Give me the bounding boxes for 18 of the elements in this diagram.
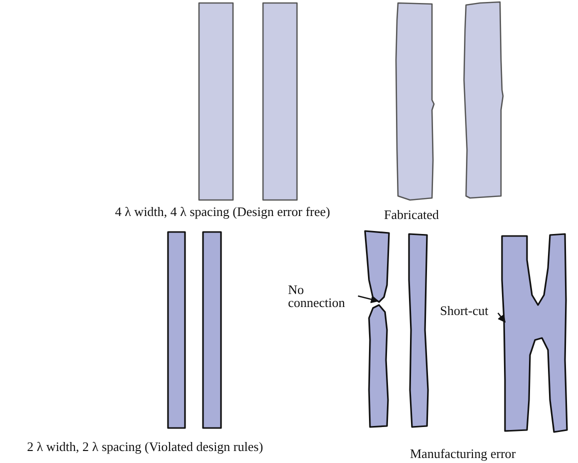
caption: 2 λ width, 2 λ spacing (Violated design rules) xyxy=(27,439,264,454)
wire-bar xyxy=(198,2,234,201)
leader-arrow xyxy=(497,312,506,323)
wire-bar xyxy=(262,2,298,201)
broken-wire-piece xyxy=(368,304,389,428)
leader-arrow xyxy=(358,295,379,304)
callout-text: Short-cut xyxy=(440,304,498,317)
fabricated-wire xyxy=(395,2,435,201)
fabricated-wire xyxy=(408,233,429,428)
wire-bar xyxy=(167,231,186,429)
callout-text: No connection xyxy=(288,283,358,309)
caption: Manufacturing error xyxy=(410,446,516,461)
wire-bar xyxy=(202,231,222,429)
caption: Fabricated xyxy=(384,207,439,222)
fabricated-wire xyxy=(463,1,504,199)
caption: 4 λ width, 4 λ spacing (Design error free) xyxy=(115,204,330,219)
shorted-wire xyxy=(501,233,568,433)
broken-wire-piece xyxy=(364,230,390,303)
